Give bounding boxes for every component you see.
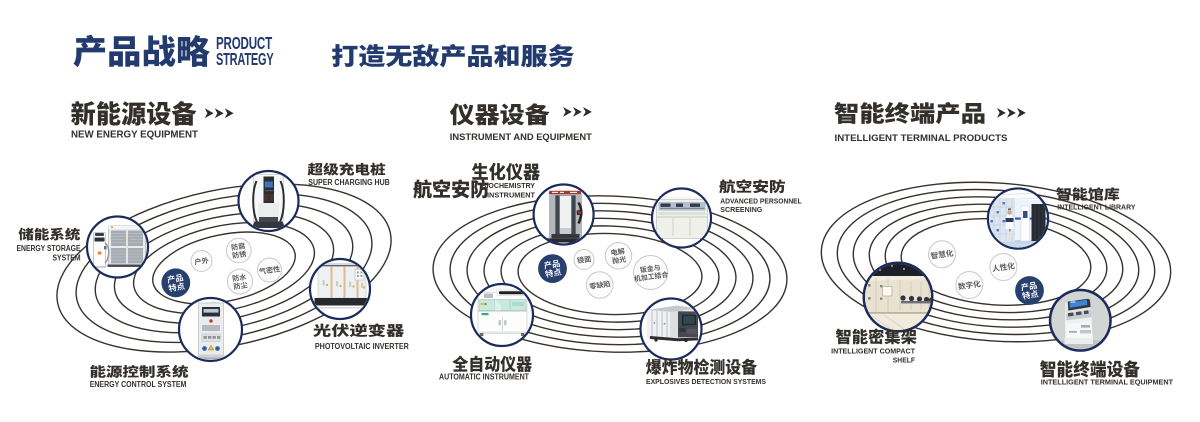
svg-text:STRATEGY: STRATEGY [216, 49, 274, 69]
svg-text:INTELLIGENT TERMINAL PRODUCTS: INTELLIGENT TERMINAL PRODUCTS [835, 133, 1008, 144]
svg-text:PRODUCT: PRODUCT [216, 33, 272, 53]
svg-text:INTELLIGENT COMPACT: INTELLIGENT COMPACT [831, 346, 915, 355]
svg-text:INSTRUMENT: INSTRUMENT [487, 190, 536, 199]
svg-text:PHOTOVOLTAIC INVERTER: PHOTOVOLTAIC INVERTER [315, 342, 409, 351]
svg-text:ADVANCED PERSONNEL: ADVANCED PERSONNEL [720, 196, 802, 205]
svg-text:SHELF: SHELF [893, 355, 916, 364]
svg-text:INSTRUMENT AND EQUIPMENT: INSTRUMENT AND EQUIPMENT [450, 132, 592, 142]
svg-text:ENERGY STORAGE: ENERGY STORAGE [17, 244, 81, 253]
svg-text:BIOCHEMISTRY: BIOCHEMISTRY [481, 181, 535, 190]
svg-text:EXPLOSIVES DETECTION SYSTEMS: EXPLOSIVES DETECTION SYSTEMS [646, 379, 766, 386]
svg-text:AUTOMATIC INSTRUMENT: AUTOMATIC INSTRUMENT [439, 372, 529, 381]
svg-text:SCREENING: SCREENING [720, 205, 762, 214]
svg-text:ENERGY CONTROL SYSTEM: ENERGY CONTROL SYSTEM [90, 380, 187, 389]
svg-text:NEW ENERGY EQUIPMENT: NEW ENERGY EQUIPMENT [71, 129, 198, 140]
svg-text:SUPER CHARGING HUB: SUPER CHARGING HUB [308, 178, 390, 187]
svg-text:INTELLIGENT LIBRARY: INTELLIGENT LIBRARY [1057, 203, 1135, 212]
svg-text:SYSTEM: SYSTEM [53, 254, 81, 263]
svg-text:INTELLIGENT TERMINAL EQUIPMENT: INTELLIGENT TERMINAL EQUIPMENT [1041, 378, 1174, 387]
